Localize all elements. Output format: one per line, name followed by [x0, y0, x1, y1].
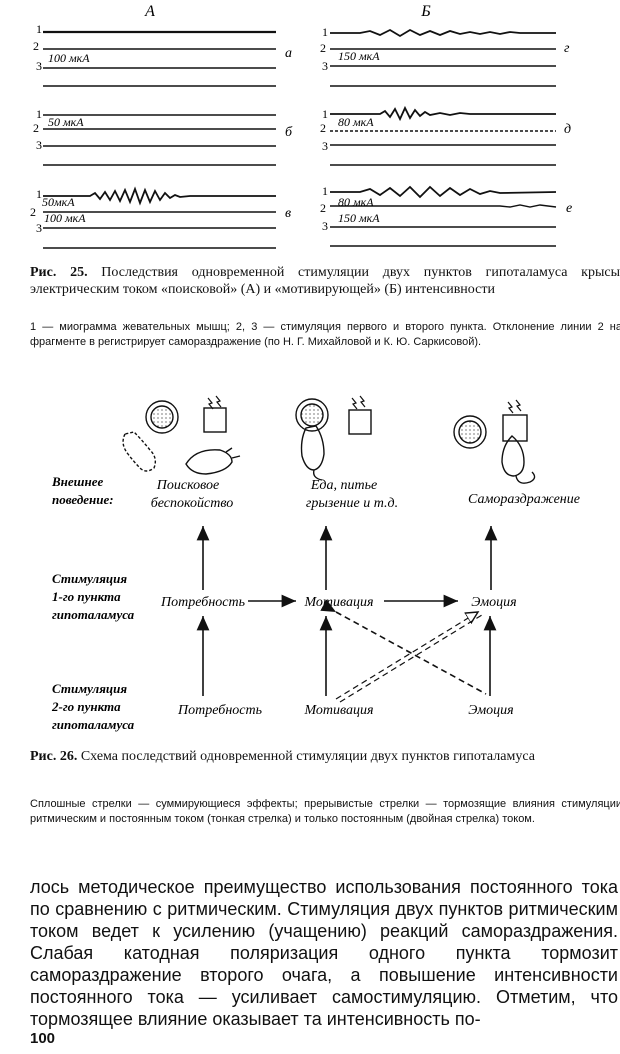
- track-number: 3: [322, 219, 328, 233]
- row-label: поведение:: [52, 492, 114, 507]
- recording-panel-d: [330, 105, 556, 166]
- panel-letter: в: [285, 206, 291, 221]
- scale-label: 50мкА: [42, 195, 75, 209]
- node-motivation-bottom: Мотивация: [303, 703, 373, 718]
- figure-25-recordings: А Б 1 2 3 100 мкА а 1 2 3 50 мкА б 1 2 3…: [30, 3, 572, 249]
- track-number: 3: [322, 139, 328, 153]
- behavior-label: беспокойство: [151, 496, 234, 511]
- scale-label: 150 мкА: [338, 49, 380, 63]
- behavior-label: Поисковое: [156, 478, 219, 493]
- track-number: 3: [322, 59, 328, 73]
- panel-letter: г: [564, 41, 570, 56]
- track-number: 2: [33, 39, 39, 53]
- row-label: 1-го пункта: [52, 589, 121, 604]
- scale-label: 80 мкА: [338, 115, 374, 129]
- panel-letter: е: [566, 201, 572, 216]
- caption-text: Схема последствий одновременной стимуляц…: [77, 749, 535, 764]
- illustration-self-stimulation: [453, 399, 536, 484]
- recording-panel-b: [43, 114, 276, 166]
- row-label: гипоталамуса: [52, 717, 135, 732]
- scale-label: 100 мкА: [44, 211, 86, 225]
- figure-26-diagram: Внешнее поведение: Стимуляция 1-го пункт…: [51, 395, 580, 732]
- track-number: 2: [33, 121, 39, 135]
- behavior-label: грызение и т.д.: [306, 496, 398, 511]
- figure-26-note: Сплошные стрелки — суммирующиеся эффекты…: [30, 798, 620, 825]
- track-number: 2: [320, 41, 326, 55]
- track-number: 1: [322, 184, 328, 198]
- panel-letter: а: [285, 46, 292, 61]
- track-number: 1: [322, 107, 328, 121]
- row-label: гипоталамуса: [52, 607, 135, 622]
- track-number: 2: [320, 121, 326, 135]
- scale-label: 80 мкА: [338, 195, 374, 209]
- node-motivation-top: Мотивация: [303, 595, 373, 610]
- page-number: 100: [30, 1030, 56, 1047]
- track-number: 1: [36, 187, 42, 201]
- recording-panel-v: [43, 186, 276, 249]
- recording-panel-g: [330, 28, 556, 87]
- body-paragraph: лось методическое преимущество использов…: [30, 877, 618, 1029]
- diagram-arrows: [196, 526, 498, 703]
- track-number: 1: [36, 22, 42, 36]
- row-label: Внешнее: [51, 474, 103, 489]
- track-number: 2: [320, 201, 326, 215]
- node-emotion-top: Эмоция: [471, 595, 516, 610]
- figure-25-note: 1 — миограмма жевательных мышц; 2, 3 — с…: [30, 321, 620, 348]
- figure-26-caption: Рис. 26. Схема последствий одновременной…: [30, 748, 620, 765]
- track-number: 3: [36, 59, 42, 73]
- panel-letter: б: [285, 125, 293, 140]
- node-need-top: Потребность: [160, 595, 245, 610]
- column-b-label: Б: [420, 3, 431, 20]
- panel-letter: д: [564, 122, 571, 137]
- scale-label: 100 мкА: [48, 51, 90, 65]
- track-number: 1: [322, 25, 328, 39]
- illustration-search: [122, 395, 241, 475]
- figure-25-caption: Рис. 25. Последствия одновременной стиму…: [30, 264, 620, 298]
- row-label: Стимуляция: [52, 681, 127, 696]
- figure-number: Рис. 26.: [30, 749, 78, 764]
- illustration-food: [295, 395, 372, 481]
- node-need-bottom: Потребность: [177, 703, 262, 718]
- behavior-label: Самораздражение: [468, 492, 580, 507]
- behavior-label: Еда, питье: [310, 478, 377, 493]
- column-a-label: А: [144, 3, 155, 20]
- scale-label: 150 мкА: [338, 211, 380, 225]
- track-number: 2: [30, 205, 36, 219]
- row-label: Стимуляция: [52, 571, 127, 586]
- row-label: 2-го пункта: [51, 699, 121, 714]
- node-emotion-bottom: Эмоция: [468, 703, 513, 718]
- figure-number: Рис. 25.: [30, 265, 88, 280]
- recording-panel-e: [330, 185, 557, 247]
- track-number: 3: [36, 138, 42, 152]
- recording-panel-a: [43, 30, 276, 87]
- track-number: 1: [36, 107, 42, 121]
- track-number: 3: [36, 221, 42, 235]
- caption-text: Последствия одновременной стимуляции дву…: [30, 265, 620, 297]
- scale-label: 50 мкА: [48, 115, 84, 129]
